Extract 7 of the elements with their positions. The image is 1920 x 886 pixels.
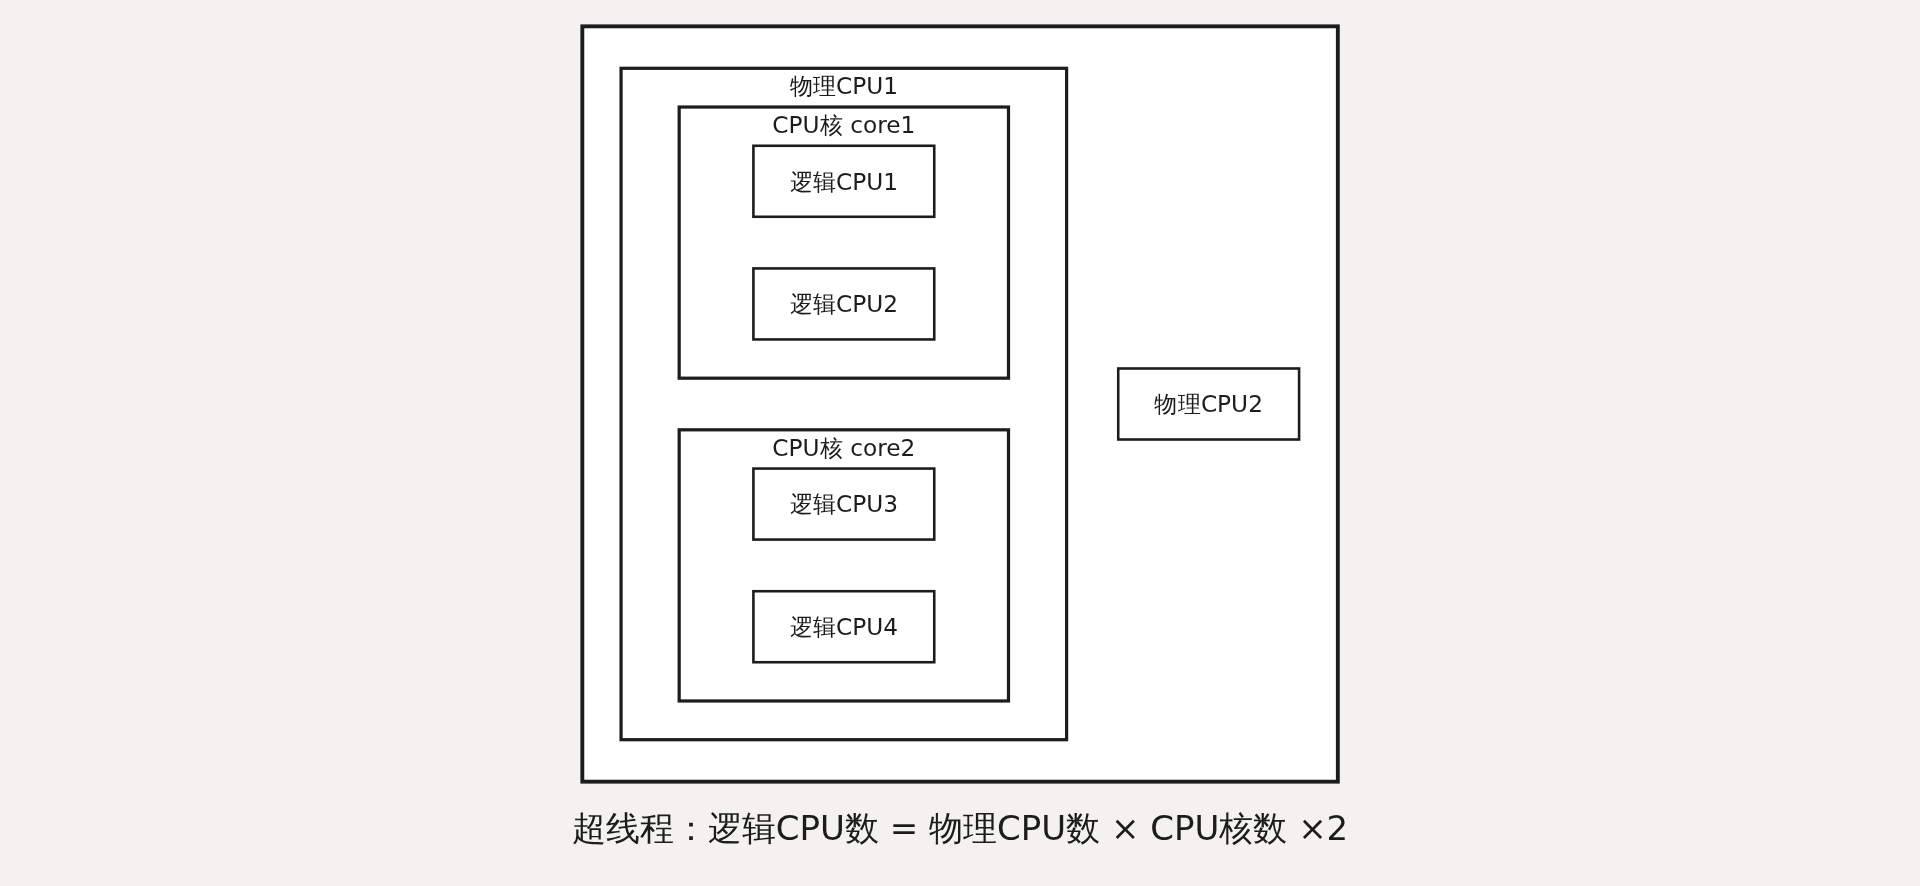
node-box: 物理CPU2 — [1116, 367, 1301, 441]
caption: 超线程：逻辑CPU数 = 物理CPU数 × CPU核数 ×2 — [571, 807, 1349, 850]
node-box: 逻辑CPU3 — [752, 467, 936, 541]
node-box: 逻辑CPU4 — [752, 589, 936, 664]
cluster — [580, 24, 1340, 784]
node-box: 逻辑CPU1 — [752, 144, 936, 219]
node-box: 逻辑CPU2 — [752, 267, 936, 341]
